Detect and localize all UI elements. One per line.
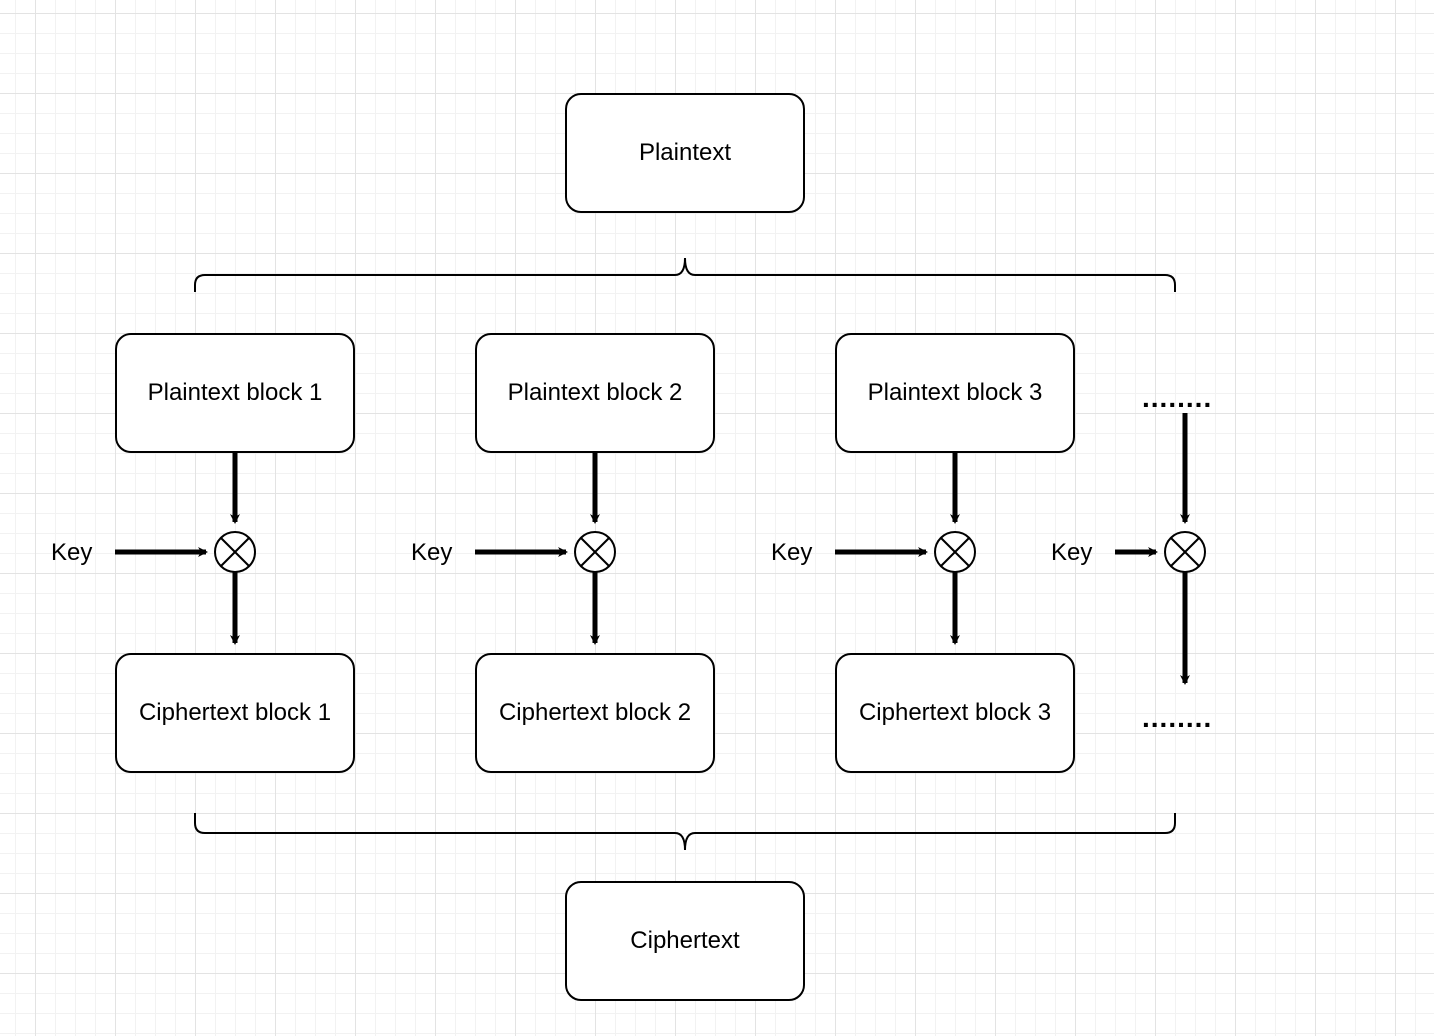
bottom-brace — [194, 813, 1176, 851]
plaintext-block-2[interactable]: Plaintext block 2 — [475, 333, 715, 453]
plaintext-block-1-label: Plaintext block 1 — [147, 379, 323, 406]
key-label-1: Key — [51, 539, 93, 566]
plaintext-block-1[interactable]: Plaintext block 1 — [115, 333, 355, 453]
key-label-3: Key — [771, 539, 813, 566]
plaintext-node[interactable]: Plaintext — [565, 93, 805, 213]
xor-icon-4 — [1164, 531, 1206, 573]
ciphertext-label: Ciphertext — [630, 927, 740, 954]
plaintext-block-3-label: Plaintext block 3 — [867, 379, 1043, 406]
plaintext-block-2-label: Plaintext block 2 — [507, 379, 683, 406]
top-brace — [194, 257, 1176, 292]
ciphertext-block-1-label: Ciphertext block 1 — [138, 699, 332, 726]
xor-icon-2 — [574, 531, 616, 573]
xor-icon-1 — [214, 531, 256, 573]
plaintext-label: Plaintext — [638, 139, 732, 166]
key-label-2: Key — [411, 539, 453, 566]
ciphertext-block-1[interactable]: Ciphertext block 1 — [115, 653, 355, 773]
key-label-4: Key — [1051, 539, 1093, 566]
ciphertext-block-3[interactable]: Ciphertext block 3 — [835, 653, 1075, 773]
plaintext-block-3[interactable]: Plaintext block 3 — [835, 333, 1075, 453]
continuation-dots-top: ........ — [1142, 382, 1213, 413]
ciphertext-block-2-label: Ciphertext block 2 — [498, 699, 692, 726]
ciphertext-node[interactable]: Ciphertext — [565, 881, 805, 1001]
ciphertext-block-3-label: Ciphertext block 3 — [858, 699, 1052, 726]
ciphertext-block-2[interactable]: Ciphertext block 2 — [475, 653, 715, 773]
continuation-dots-bottom: ........ — [1142, 702, 1213, 733]
xor-icon-3 — [934, 531, 976, 573]
